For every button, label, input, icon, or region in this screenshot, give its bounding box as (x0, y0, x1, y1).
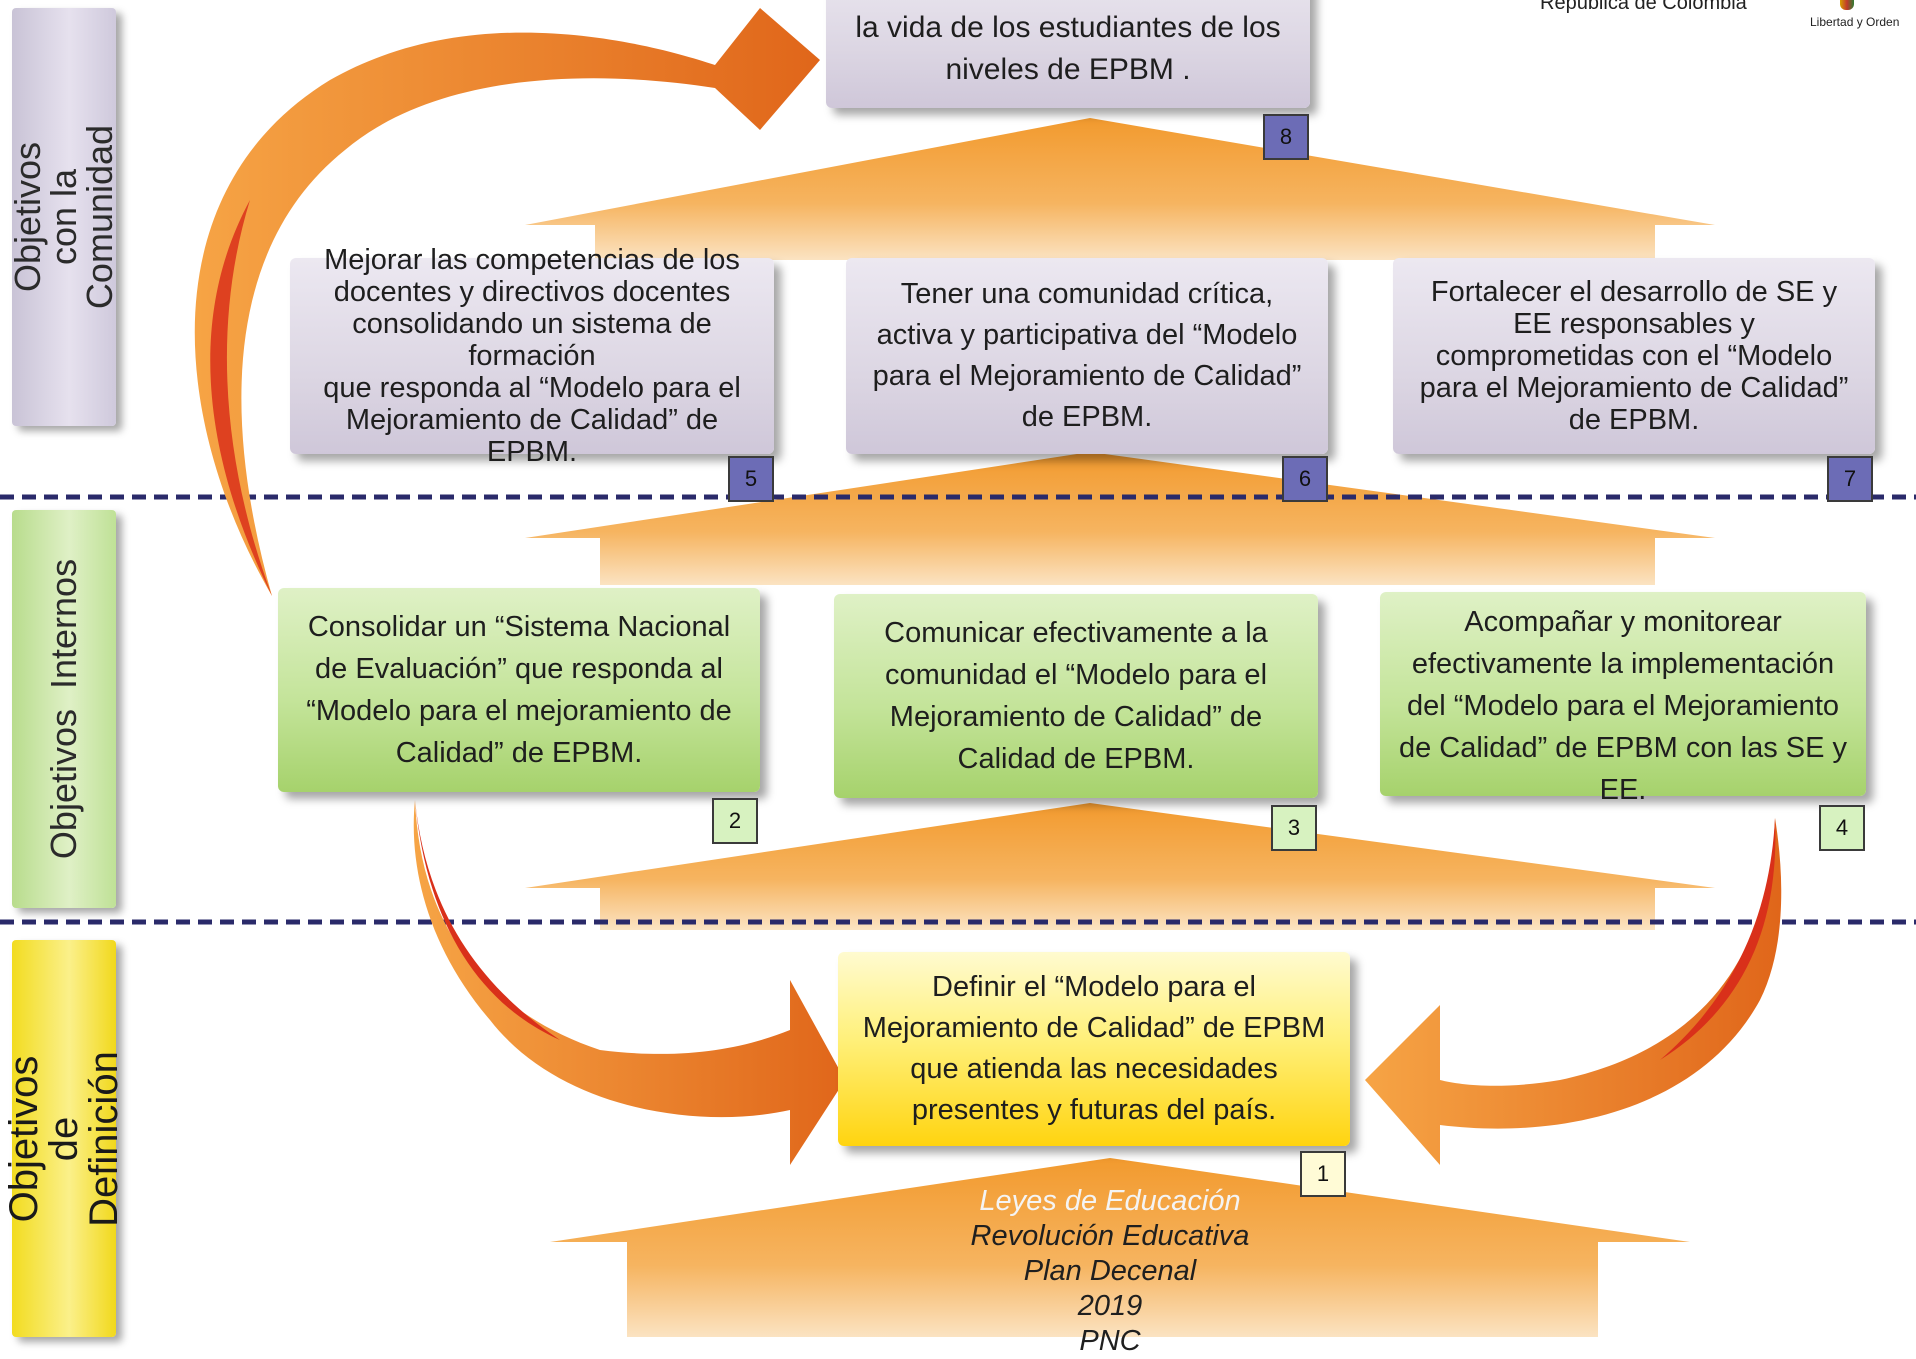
coat-of-arms-icon (1840, 0, 1854, 10)
band-comunidad-label: Objetivos con la Comunidad (7, 124, 120, 310)
foundation-item: Leyes de Educación (979, 1185, 1241, 1217)
objective-1-box: Definir el “Modelo para el Mejoramiento … (838, 952, 1350, 1146)
up-chevron-bottom (550, 1158, 1690, 1337)
objective-1-number: 1 (1300, 1151, 1346, 1197)
curved-arrow-left (194, 8, 821, 596)
up-chevron-top (525, 118, 1715, 260)
up-chevron-lower (525, 803, 1715, 930)
foundations-list: Leyes de Educación Revolución Educativa … (880, 1184, 1340, 1359)
objective-8-text: la vida de los estudiantes de los nivele… (855, 11, 1281, 86)
band-comunidad: Objetivos con la Comunidad (7, 8, 120, 426)
objective-6-box: Tener una comunidad crítica, activa y pa… (846, 258, 1328, 454)
objective-3-number: 3 (1271, 805, 1317, 851)
band-internos-label: Objetivos Internos (43, 558, 84, 860)
objective-5-box: Mejorar las competencias de los docentes… (290, 244, 774, 468)
objective-7-text: Fortalecer el desarrollo de SE y EE resp… (1419, 276, 1849, 436)
foundation-item: PNC (1079, 1325, 1141, 1357)
objective-7-number: 7 (1827, 456, 1873, 502)
objective-2-number: 2 (712, 798, 758, 844)
objective-4-box: Acompañar y monitorear efectivamente la … (1380, 592, 1866, 806)
objective-8-number: 8 (1263, 114, 1309, 160)
header-country: República de Colombia (1540, 0, 1747, 14)
objective-7-box: Fortalecer el desarrollo de SE y EE resp… (1393, 258, 1875, 454)
header-motto: Libertad y Orden (1810, 15, 1900, 29)
objective-2-text: Consolidar un “Sistema Nacional de Evalu… (306, 611, 732, 769)
band-definicion: Objetivos de Definición (2, 940, 126, 1337)
objective-5-text: Mejorar las competencias de los docentes… (323, 244, 741, 468)
objective-2-box: Consolidar un “Sistema Nacional de Evalu… (278, 588, 760, 792)
objective-4-number: 4 (1819, 805, 1865, 851)
curved-arrow-bottom-right (1365, 818, 1782, 1165)
foundation-item: Plan Decenal (1023, 1255, 1197, 1287)
objective-4-text: Acompañar y monitorear efectivamente la … (1398, 606, 1848, 806)
curved-arrow-bottom-left (413, 800, 845, 1165)
band-definicion-label: Objetivos de Definición (2, 1050, 126, 1227)
foundation-item: Revolución Educativa (970, 1220, 1250, 1252)
objective-3-box: Comunicar efectivamente a la comunidad e… (834, 594, 1318, 798)
objective-6-text: Tener una comunidad crítica, activa y pa… (872, 278, 1302, 433)
objective-8-box: la vida de los estudiantes de los nivele… (826, 0, 1310, 108)
foundation-item: 2019 (1077, 1290, 1143, 1322)
objective-5-number: 5 (728, 456, 774, 502)
up-chevron-middle (525, 452, 1715, 585)
band-internos: Objetivos Internos (12, 510, 116, 908)
objective-1-text: Definir el “Modelo para el Mejoramiento … (862, 971, 1326, 1126)
objective-3-text: Comunicar efectivamente a la comunidad e… (884, 617, 1268, 775)
objective-6-number: 6 (1282, 456, 1328, 502)
